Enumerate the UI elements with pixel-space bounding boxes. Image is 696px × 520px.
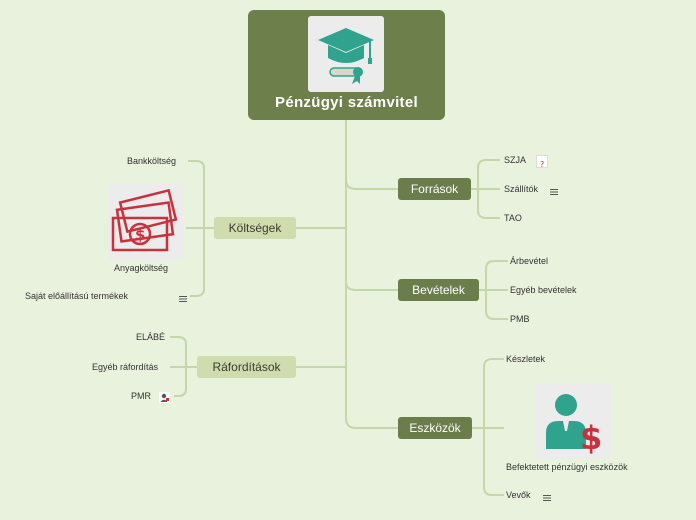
money-bills-icon: $ [107,184,183,260]
leaf-keszletek[interactable]: Készletek [506,354,546,364]
notes-icon [179,291,187,309]
document-icon: ? [536,155,548,169]
branch-bevetelek[interactable]: Bevételek [398,279,479,301]
svg-text:$: $ [135,226,145,244]
leaf-tao[interactable]: TAO [504,213,522,223]
svg-text:?: ? [540,160,544,169]
root-title: Pénzügyi számvitel [275,94,418,111]
branch-forrasok[interactable]: Források [398,178,471,200]
leaf-anyagkoltseg[interactable]: Anyagköltség [114,263,169,273]
leaf-arbevetel[interactable]: Árbevétel [510,256,549,266]
leaf-pmb[interactable]: PMB [510,314,530,324]
notes-icon [550,184,558,202]
leaf-bankkoltseg[interactable]: Bankköltség [127,156,177,166]
graduation-cap-diploma-icon [308,16,384,92]
leaf-elabe[interactable]: ELÁBÉ [136,332,166,342]
person-dollar-icon: $ [536,383,612,459]
leaf-egyeb-bevetelek[interactable]: Egyéb bevételek [510,285,577,295]
notes-icon [543,490,551,508]
leaf-sajat-eloallitasu[interactable]: Saját előállítású termékek [25,291,129,301]
leaf-vevok[interactable]: Vevők [506,490,531,500]
leaf-szallitok[interactable]: Szállítók [504,184,539,194]
root-node[interactable]: Pénzügyi számvitel [248,10,445,120]
svg-text:$: $ [580,419,602,457]
leaf-szja[interactable]: SZJA [504,155,527,165]
leaf-befektetett[interactable]: Befektetett pénzügyi eszközök [506,462,628,472]
person-icon [159,390,170,408]
leaf-pmr[interactable]: PMR [131,391,151,401]
branch-raforditasok[interactable]: Ráfordítások [197,356,296,378]
branch-koltsegek[interactable]: Költségek [214,217,296,239]
leaf-egyeb-raforditas[interactable]: Egyéb ráfordítás [92,362,159,372]
branch-eszkozok[interactable]: Eszközök [398,417,472,439]
